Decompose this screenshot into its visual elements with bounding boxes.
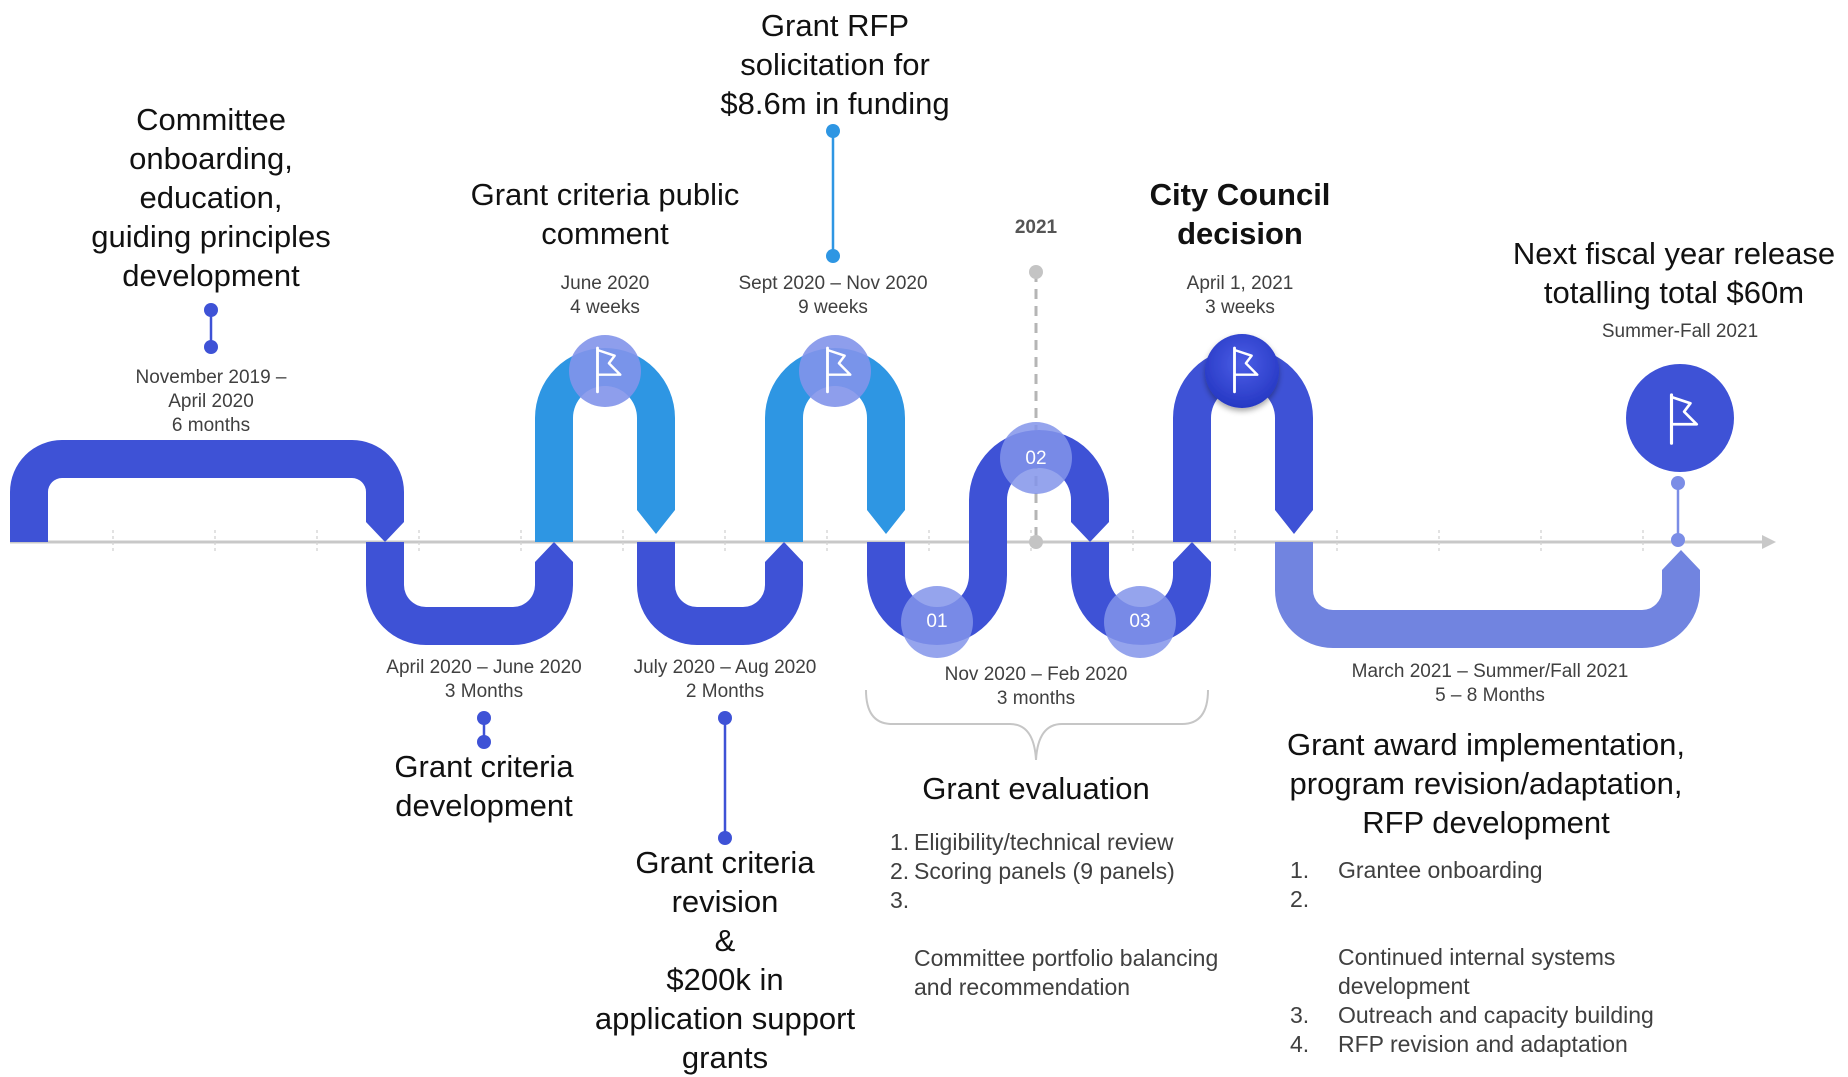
step-circle-03 <box>1104 586 1176 658</box>
list-text: Committee portfolio balancing and recomm… <box>914 945 1219 1000</box>
next-fiscal-title: Next fiscal year release totalling total… <box>1512 236 1836 310</box>
implementation-title: Grant award implementation, program revi… <box>1286 727 1686 840</box>
rfp-title: Grant RFP solicitation for $8.6m in fund… <box>720 8 950 121</box>
council-date: April 1, 2021 3 weeks <box>1186 273 1294 318</box>
segment-criteria-dev <box>366 542 573 645</box>
public-comment-title: Grant criteria public comment <box>470 177 740 251</box>
list-item: 1. Eligibility/technical review <box>890 828 1250 857</box>
list-item: 3. Outreach and capacity building <box>1290 1001 1710 1030</box>
pin-revision <box>718 711 732 845</box>
list-number: 4. <box>1290 1031 1310 1057</box>
list-item: 2. Scoring panels (9 panels) <box>890 857 1250 886</box>
list-text: Eligibility/technical review <box>914 829 1174 855</box>
committee-title: Committee onboarding, education, guiding… <box>91 102 331 293</box>
list-item: 3. Committee portfolio balancing and rec… <box>890 886 1250 1002</box>
pin-criteria-dev <box>477 711 491 749</box>
pin-next-fiscal <box>1671 476 1685 547</box>
list-number: 3. <box>890 887 910 913</box>
segment-rfp <box>765 348 905 542</box>
list-text: Scoring panels (9 panels) <box>914 858 1175 884</box>
revision-date: July 2020 – Aug 2020 2 Months <box>633 657 817 702</box>
list-text: Outreach and capacity building <box>1338 1002 1654 1028</box>
list-number: 2. <box>890 858 910 884</box>
pin-rfp <box>826 124 840 263</box>
step-label-01: 01 <box>926 611 948 632</box>
evaluation-date: Nov 2020 – Feb 2020 3 months <box>944 664 1128 709</box>
list-number: 1. <box>890 829 910 855</box>
evaluation-title: Grant evaluation <box>922 771 1150 806</box>
implementation-list: 1. Grantee onboarding 2. Continued inter… <box>1290 856 1710 1059</box>
flag-circle-rfp <box>799 335 871 407</box>
flag-circle-next-fiscal <box>1626 364 1734 472</box>
implementation-date: March 2021 – Summer/Fall 2021 5 – 8 Mont… <box>1351 661 1629 706</box>
list-text: RFP revision and adaptation <box>1338 1031 1628 1057</box>
segment-council <box>1173 348 1313 542</box>
step-circle-02 <box>1000 422 1072 494</box>
flag-circle-council <box>1205 334 1279 408</box>
council-title: City Council decision <box>1149 177 1331 251</box>
evaluation-list: 1. Eligibility/technical review 2. Scori… <box>890 828 1250 1002</box>
rfp-date: Sept 2020 – Nov 2020 9 weeks <box>738 273 928 318</box>
year-marker-2021 <box>1029 265 1043 549</box>
step-label-02: 02 <box>1025 448 1047 469</box>
step-label-03: 03 <box>1129 611 1151 632</box>
list-text: Continued internal systems development <box>1338 944 1616 999</box>
revision-title: Grant criteria revision & $200k in appli… <box>594 845 856 1075</box>
list-number: 3. <box>1290 1002 1310 1028</box>
list-number: 2. <box>1290 886 1310 912</box>
list-number: 1. <box>1290 857 1310 883</box>
list-item: 4. RFP revision and adaptation <box>1290 1030 1710 1059</box>
flag-circle-public-comment <box>569 335 641 407</box>
segment-revision <box>637 542 803 645</box>
year-marker-label: 2021 <box>1014 217 1058 238</box>
public-comment-date: June 2020 4 weeks <box>560 273 650 318</box>
list-item: 2. Continued internal systems developmen… <box>1290 885 1710 1001</box>
segment-implementation <box>1275 542 1700 648</box>
list-item: 1. Grantee onboarding <box>1290 856 1710 885</box>
segment-public-comment <box>535 348 675 542</box>
segment-committee <box>10 440 404 542</box>
committee-date: November 2019 – April 2020 6 months <box>135 367 287 436</box>
criteria-dev-title: Grant criteria development <box>394 749 574 823</box>
list-text: Grantee onboarding <box>1338 857 1543 883</box>
step-circle-01 <box>901 586 973 658</box>
next-fiscal-date: Summer-Fall 2021 <box>1601 321 1759 342</box>
criteria-dev-date: April 2020 – June 2020 3 Months <box>386 657 582 702</box>
pin-committee <box>204 303 218 354</box>
evaluation-brace <box>865 689 1209 761</box>
